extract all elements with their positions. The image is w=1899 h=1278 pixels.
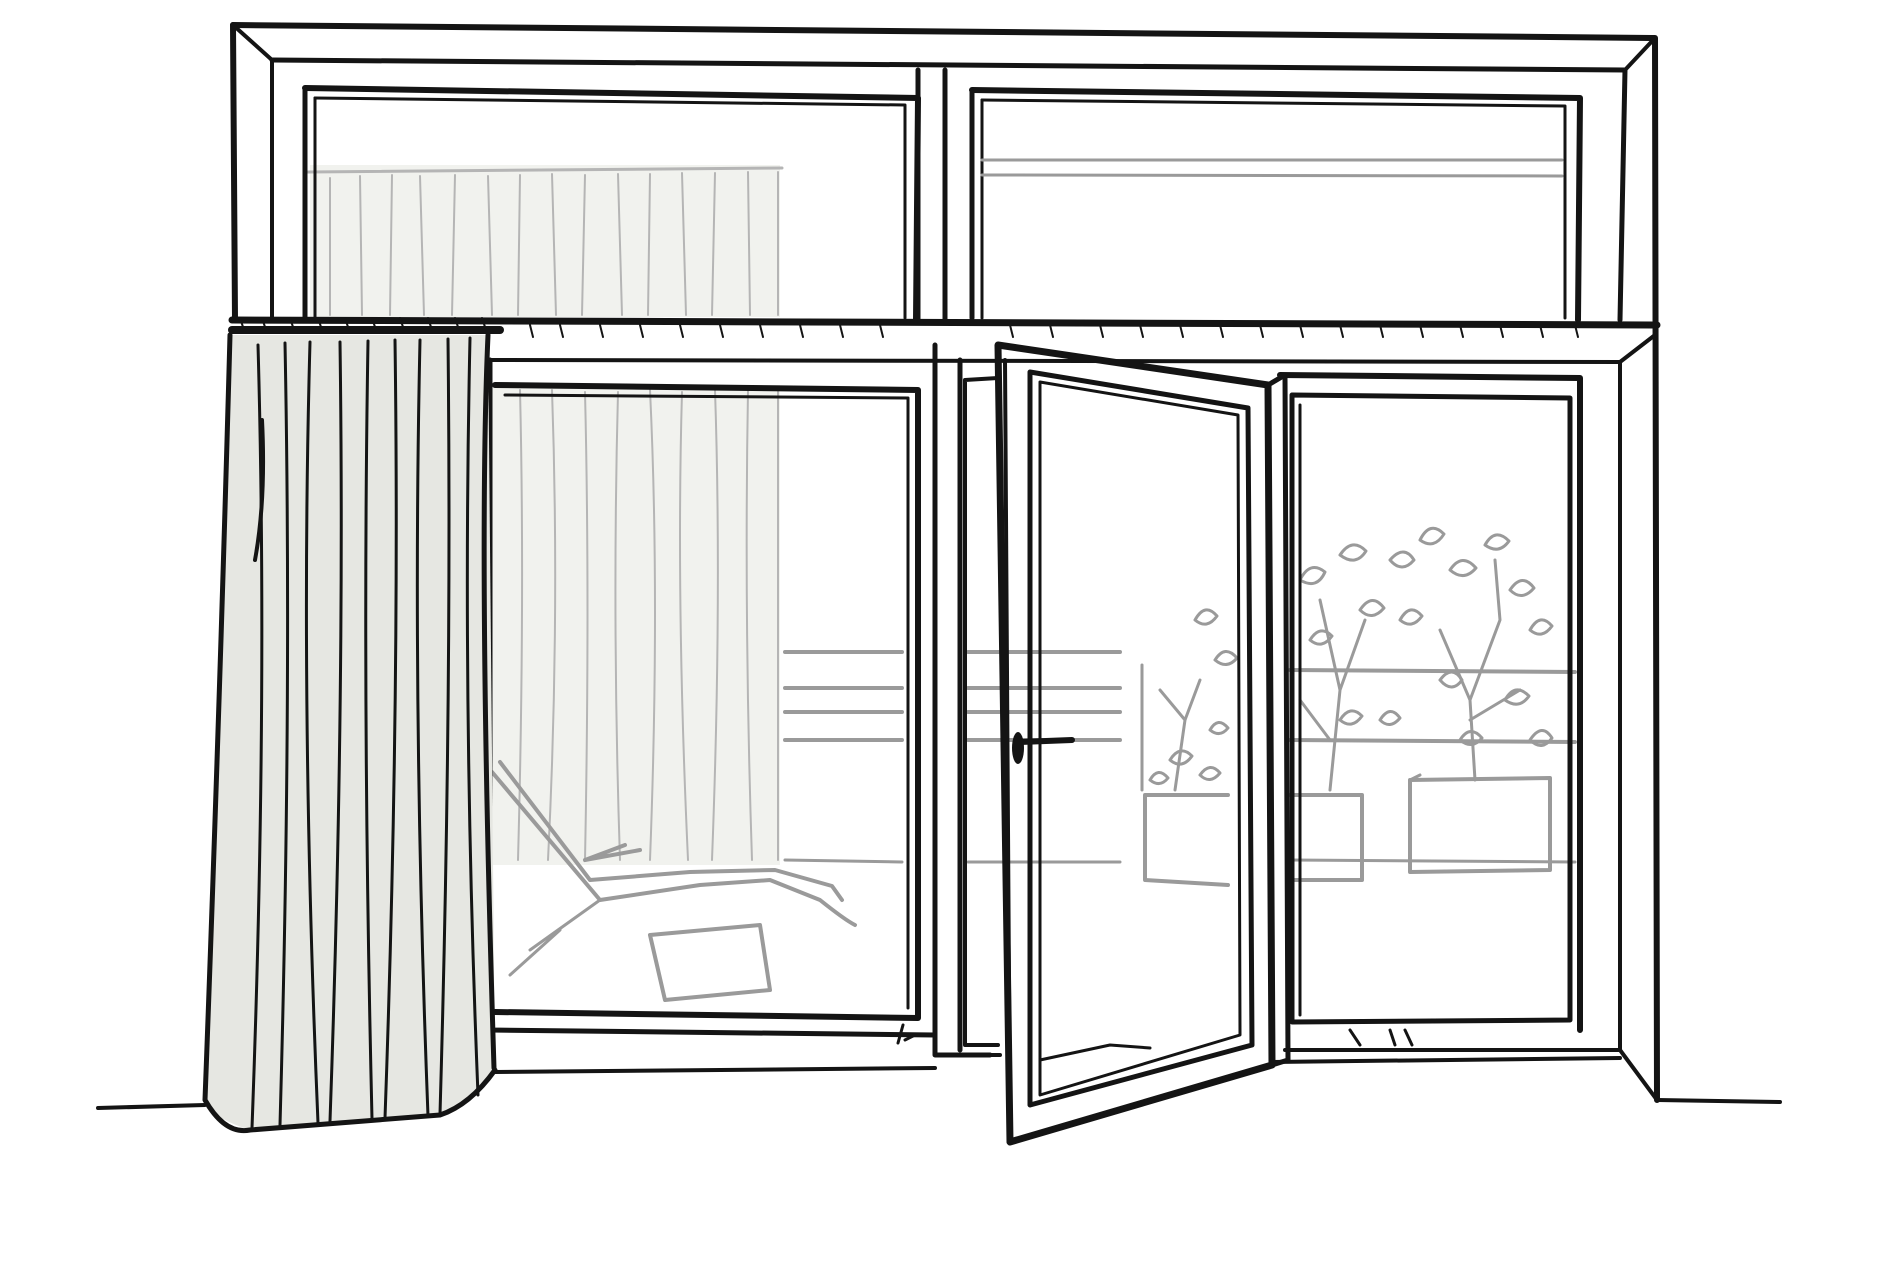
floor-line xyxy=(96,1056,1782,1110)
window-frame xyxy=(228,22,1661,1103)
lounge-chair xyxy=(490,760,857,1002)
curtain-icon xyxy=(202,317,504,1134)
plant-foliage xyxy=(1148,526,1554,792)
planters xyxy=(1143,773,1552,887)
balcony-railing xyxy=(783,650,1577,864)
center-mullion-lower xyxy=(932,342,993,1058)
sheer-curtain xyxy=(306,165,784,865)
transom-marks xyxy=(529,324,1579,338)
center-mullion xyxy=(915,67,948,323)
transom-pane-right xyxy=(969,87,1583,323)
door-jamb xyxy=(963,376,1000,1047)
lower-pane-right xyxy=(1277,372,1622,1052)
door-handle-icon xyxy=(1012,732,1075,764)
